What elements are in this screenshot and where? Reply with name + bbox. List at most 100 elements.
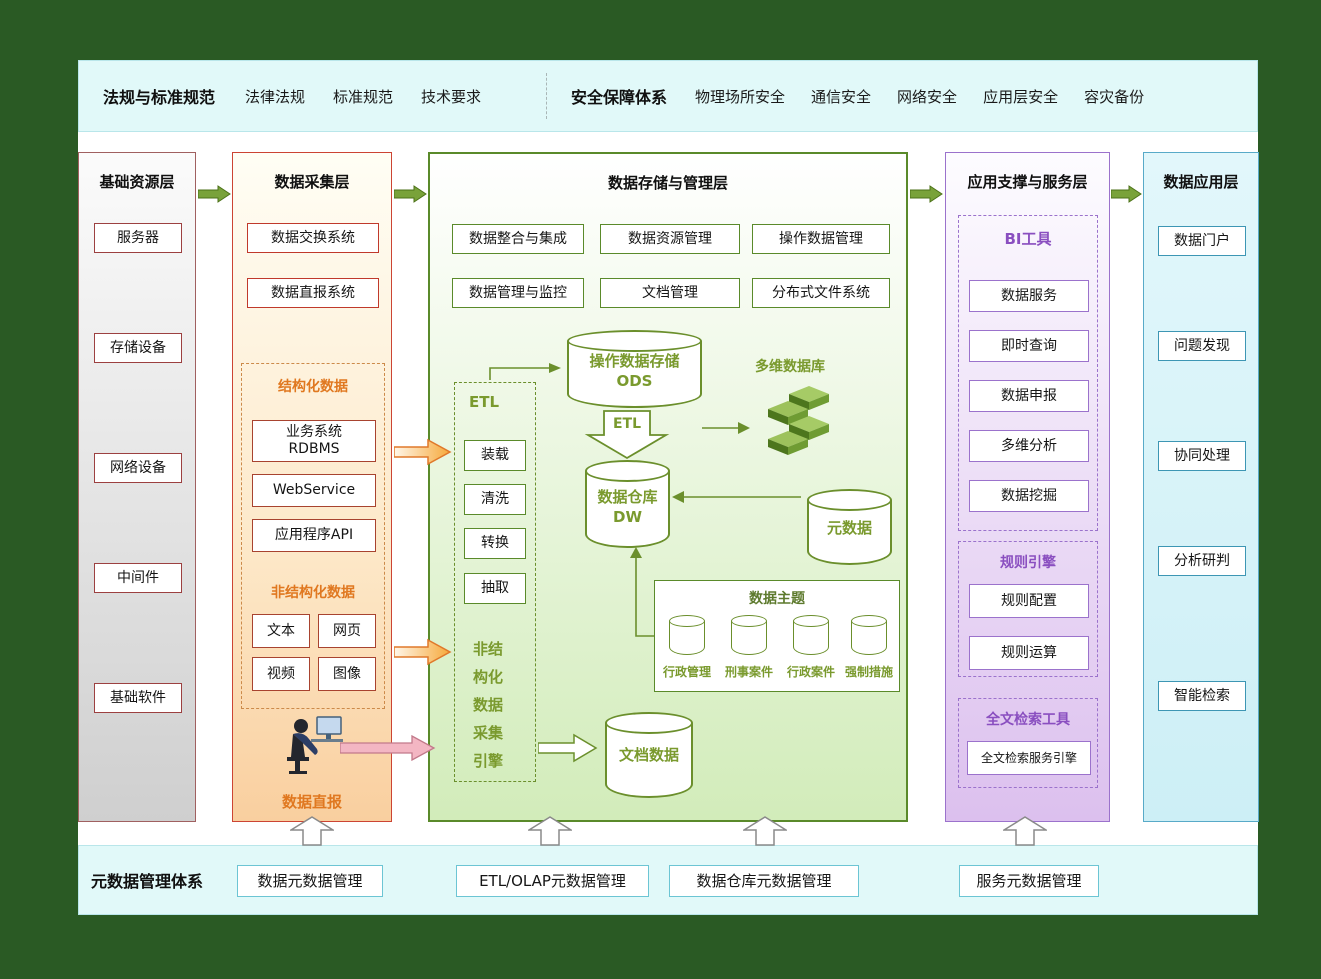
ods-label: 操作数据存储 ODS <box>589 352 680 390</box>
storage-function-box: 数据管理与监控 <box>452 278 584 308</box>
layer-storage-title: 数据存储与管理层 <box>607 174 728 192</box>
layer-services: 应用支撑与服务层 BI工具 数据服务 即时查询 数据申报 多维分析 数据挖掘 规… <box>945 152 1110 822</box>
storage-function-box: 文档管理 <box>600 278 740 308</box>
security-item: 应用层安全 <box>983 87 1059 106</box>
metadata-up-arrow-icon <box>743 816 787 846</box>
person-at-computer-icon <box>287 716 343 774</box>
data-subjects-box: 数据主题 行政管理 刑事案件 行政案件 强制措施 <box>654 580 900 692</box>
security-item: 容灾备份 <box>1084 87 1145 106</box>
subject-label: 强制措施 <box>844 665 893 679</box>
structured-source-box: WebService <box>252 474 376 507</box>
cylinder-body <box>605 723 693 798</box>
storage-function-box: 数据整合与集成 <box>452 224 584 254</box>
doc-data-arrow-icon <box>538 733 598 763</box>
subjects-to-dw-arrow-icon <box>630 547 654 637</box>
metadata-up-arrow-icon <box>528 816 572 846</box>
bi-tool-box: 数据服务 <box>969 280 1089 312</box>
application-box: 数据门户 <box>1158 226 1246 256</box>
infra-box: 存储设备 <box>94 333 182 363</box>
top-bar-divider <box>546 73 547 119</box>
security-title: 安全保障体系 <box>571 88 668 107</box>
layer-collection: 数据采集层 数据交换系统 数据直报系统 结构化数据 业务系统 RDBMS Web… <box>232 152 392 822</box>
application-box: 问题发现 <box>1158 331 1246 361</box>
structured-source-box: 业务系统 RDBMS <box>252 420 376 462</box>
flow-arrow-right-icon <box>394 185 427 203</box>
metadata-up-arrow-icon <box>1003 816 1047 846</box>
metadata-up-arrow-icon <box>290 816 334 846</box>
application-box: 分析研判 <box>1158 546 1246 576</box>
cylinder-body <box>585 471 670 548</box>
collection-system-box: 数据直报系统 <box>247 278 379 308</box>
bi-tool-box: 数据挖掘 <box>969 480 1089 512</box>
unstructured-data-arrow-icon <box>394 638 452 666</box>
flow-arrow-right-icon <box>1111 185 1142 203</box>
metadata-to-dw-arrow-icon <box>672 491 801 503</box>
metadata-cylinder: 元数据 <box>807 489 892 565</box>
fulltext-title: 全文检索工具 <box>986 712 1070 728</box>
cylinder-body <box>567 341 702 408</box>
subject-cylinder <box>851 615 887 655</box>
metadata-management-box: ETL/OLAP元数据管理 <box>456 865 649 897</box>
structured-data-arrow-icon <box>394 438 452 466</box>
unstructured-source-box: 视频 <box>252 657 310 691</box>
regulations-group: 法规与标准规范 法律法规 标准规范 技术要求 <box>103 61 481 131</box>
subject-cylinder <box>669 615 705 655</box>
bi-tools-title: BI工具 <box>1004 230 1052 248</box>
layer-application-title: 数据应用层 <box>1163 173 1239 191</box>
metadata-management-box: 数据仓库元数据管理 <box>669 865 859 897</box>
etl-to-ods-arrow-icon <box>489 363 561 380</box>
dw-cylinder: 数据仓库 DW <box>585 460 670 548</box>
layer-infrastructure-title: 基础资源层 <box>99 173 175 191</box>
infra-box: 基础软件 <box>94 683 182 713</box>
layer-collection-title: 数据采集层 <box>274 173 350 191</box>
layer-services-title: 应用支撑与服务层 <box>967 173 1088 191</box>
fulltext-box: 全文检索服务引擎 <box>967 741 1091 775</box>
collection-sources-group: 结构化数据 业务系统 RDBMS WebService 应用程序API 非结构化… <box>241 363 385 709</box>
application-box: 智能检索 <box>1158 681 1246 711</box>
cylinder-top <box>605 712 693 734</box>
cylinder-top <box>567 330 702 352</box>
subject-label: 刑事案件 <box>724 665 773 679</box>
security-item: 网络安全 <box>897 87 958 106</box>
collection-system-box: 数据交换系统 <box>247 223 379 253</box>
doc-data-label: 文档数据 <box>618 746 679 764</box>
subject-label: 行政管理 <box>662 665 711 679</box>
top-bar: 法规与标准规范 法律法规 标准规范 技术要求 安全保障体系 物理场所安全 通信安… <box>78 60 1258 132</box>
direct-report-label: 数据直报 <box>281 793 342 811</box>
structured-source-box: 应用程序API <box>252 519 376 552</box>
unstructured-source-box: 网页 <box>318 614 376 648</box>
metadata-management-box: 服务元数据管理 <box>959 865 1099 897</box>
bi-tool-box: 数据申报 <box>969 380 1089 412</box>
structured-data-title: 结构化数据 <box>278 379 348 395</box>
storage-function-box: 操作数据管理 <box>752 224 890 254</box>
regulations-item: 标准规范 <box>333 87 394 106</box>
security-group: 安全保障体系 物理场所安全 通信安全 网络安全 应用层安全 容灾备份 <box>571 61 1144 131</box>
cube-stack-icon <box>768 386 829 455</box>
infra-box: 网络设备 <box>94 453 182 483</box>
layer-application: 数据应用层 数据门户 问题发现 协同处理 分析研判 智能检索 <box>1143 152 1259 822</box>
security-item: 通信安全 <box>811 87 872 106</box>
dw-label: 数据仓库 DW <box>597 488 658 526</box>
data-subjects-title: 数据主题 <box>749 591 805 607</box>
flow-arrow-right-icon <box>198 185 231 203</box>
ods-cylinder: 操作数据存储 ODS <box>567 330 702 408</box>
bi-tool-box: 多维分析 <box>969 430 1089 462</box>
subject-cylinder <box>731 615 767 655</box>
rules-engine-title: 规则引擎 <box>1000 555 1056 571</box>
subject-cylinder <box>793 615 829 655</box>
regulations-item: 技术要求 <box>421 87 482 106</box>
regulations-item: 法律法规 <box>245 87 306 106</box>
regulations-title: 法规与标准规范 <box>103 88 216 107</box>
cylinder-top <box>585 460 670 482</box>
layer-infrastructure: 基础资源层 服务器 存储设备 网络设备 中间件 基础软件 <box>78 152 196 822</box>
rules-box: 规则运算 <box>969 636 1089 670</box>
unstructured-source-box: 图像 <box>318 657 376 691</box>
unstructured-data-title: 非结构化数据 <box>271 585 355 601</box>
etl-group: ETL 装载 清洗 转换 抽取 非结 构化 数据 采集 引擎 <box>454 382 536 782</box>
subject-label: 行政案件 <box>786 665 835 679</box>
metadata-label: 元数据 <box>826 519 872 537</box>
flow-arrow-right-icon <box>910 185 943 203</box>
etl-down-arrow-icon <box>584 410 670 460</box>
etl-title: ETL <box>469 393 500 411</box>
infra-box: 服务器 <box>94 223 182 253</box>
